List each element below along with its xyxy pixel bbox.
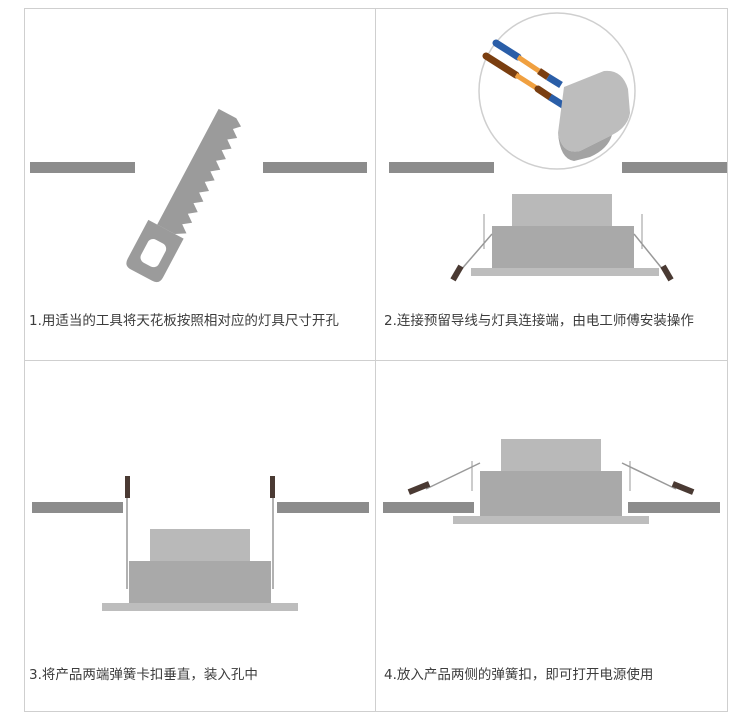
step-1-panel: 1.用适当的工具将天花板按照相对应的灯具尺寸开孔 (25, 9, 375, 360)
step-3-illustration (32, 476, 369, 611)
lamp-top (150, 529, 250, 561)
lamp-icon (450, 194, 674, 282)
spring-head-right (660, 264, 674, 282)
step-2-illustration (389, 12, 727, 282)
lamp-trim (471, 268, 659, 276)
spring-head-left (407, 481, 431, 495)
spring-head-right (270, 476, 275, 498)
lamp-body (492, 226, 634, 268)
lamp-top (512, 194, 612, 226)
saw-icon (126, 108, 242, 283)
connector-block (558, 70, 630, 152)
step-4-caption: 4.放入产品两侧的弹簧扣，即可打开电源使用 (384, 667, 654, 683)
step-4-illustration (383, 439, 720, 524)
ceiling-right (628, 502, 720, 513)
spring-head-left (125, 476, 130, 498)
step-3-panel: 3.将产品两端弹簧卡扣垂直，装入孔中 (25, 361, 375, 712)
step-2-panel: 2.连接预留导线与灯具连接端，由电工师傅安装操作 (376, 9, 728, 360)
ceiling-right (622, 162, 727, 173)
spring-head-left (450, 264, 464, 282)
lamp-trim (102, 603, 298, 611)
lamp-icon (407, 439, 695, 524)
step-2-caption: 2.连接预留导线与灯具连接端，由电工师傅安装操作 (384, 313, 694, 329)
step-1-caption: 1.用适当的工具将天花板按照相对应的灯具尺寸开孔 (29, 313, 339, 329)
spring-head-right (671, 481, 695, 495)
ceiling-right (263, 162, 367, 173)
step-4-panel: 4.放入产品两侧的弹簧扣，即可打开电源使用 (376, 361, 728, 712)
ceiling-right (277, 502, 369, 513)
ceiling-left (389, 162, 494, 173)
step-1-illustration (30, 108, 367, 283)
grid-divider-horizontal (24, 360, 728, 361)
lamp-body (480, 471, 622, 516)
lamp-top (501, 439, 601, 471)
wire-connection-magnifier (478, 12, 636, 170)
ceiling-left (30, 162, 135, 173)
lamp-body (129, 561, 271, 603)
lamp-trim (453, 516, 649, 524)
ceiling-left (383, 502, 474, 513)
lamp-icon (102, 476, 298, 611)
ceiling-left (32, 502, 123, 513)
step-3-caption: 3.将产品两端弹簧卡扣垂直，装入孔中 (29, 667, 258, 683)
